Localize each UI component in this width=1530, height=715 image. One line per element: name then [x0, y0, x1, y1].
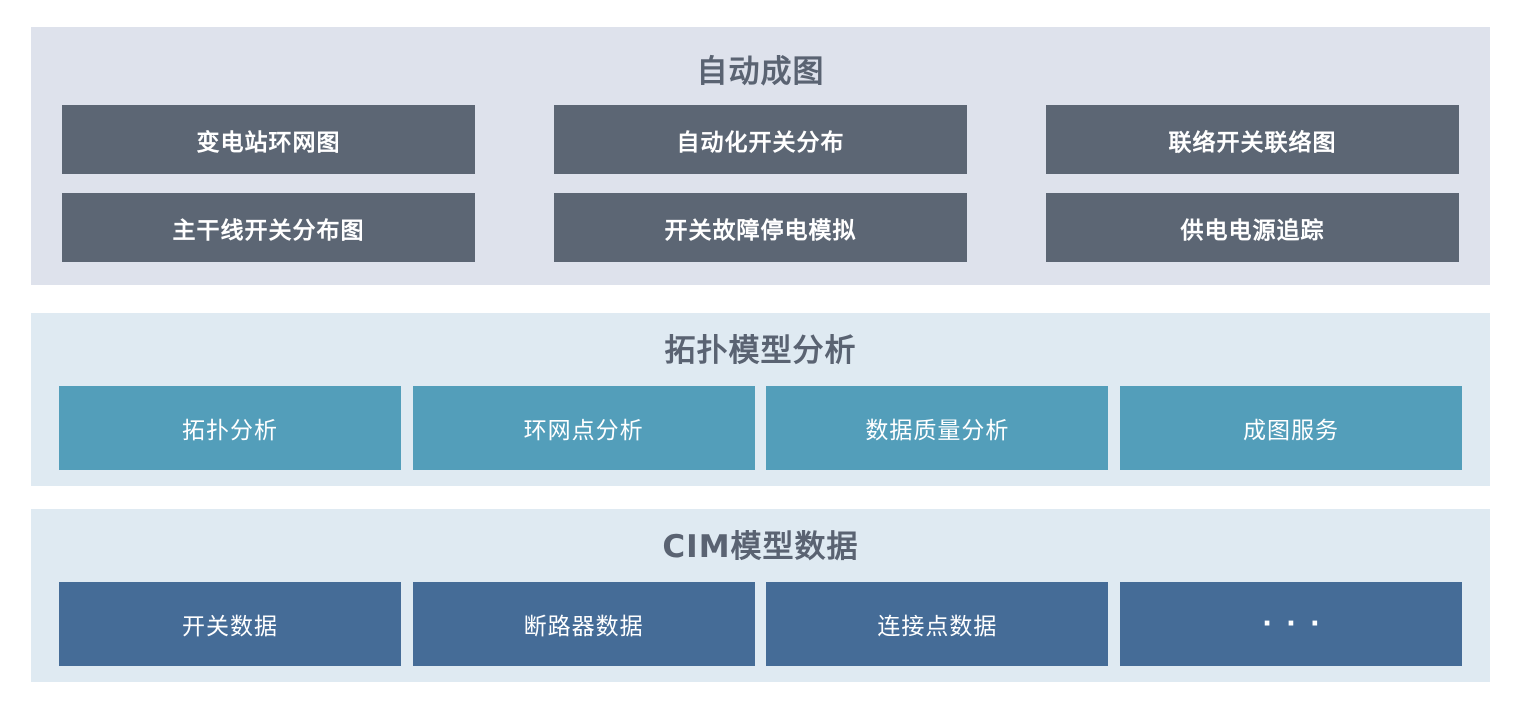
box-data-quality-analysis: 数据质量分析	[766, 386, 1109, 470]
box-automation-switch-distribution: 自动化开关分布	[554, 105, 967, 174]
box-switch-fault-outage-simulation: 开关故障停电模拟	[554, 193, 967, 262]
box-circuit-breaker-data: 断路器数据	[412, 582, 755, 666]
layer-title-cim-model-data: CIM模型数据	[662, 529, 859, 565]
box-substation-ring-network-diagram: 变电站环网图	[62, 105, 475, 174]
box-diagram-generation-service: 成图服务	[1119, 386, 1462, 470]
box-power-supply-source-tracing: 供电电源追踪	[1046, 193, 1459, 262]
box-switch-data: 开关数据	[59, 582, 401, 666]
box-more-ellipsis: ···	[1119, 582, 1462, 666]
box-trunk-line-switch-distribution-diagram: 主干线开关分布图	[62, 193, 475, 262]
box-tie-switch-connection-diagram: 联络开关联络图	[1046, 105, 1459, 174]
box-connection-point-data: 连接点数据	[766, 582, 1109, 666]
layer-topology-model-analysis: 拓扑模型分析 拓扑分析 环网点分析 数据质量分析 成图服务	[31, 313, 1490, 486]
box-ring-network-point-analysis: 环网点分析	[412, 386, 755, 470]
layer-title-topology-model-analysis: 拓扑模型分析	[664, 333, 857, 369]
auto-diagram-grid: 变电站环网图 自动化开关分布 联络开关联络图 主干线开关分布图 开关故障停电模拟…	[62, 105, 1459, 262]
cim-data-row: 开关数据 断路器数据 连接点数据 ···	[59, 582, 1462, 666]
layer-auto-diagram: 自动成图 变电站环网图 自动化开关分布 联络开关联络图 主干线开关分布图 开关故…	[31, 27, 1490, 285]
box-topology-analysis: 拓扑分析	[59, 386, 401, 470]
layer-title-auto-diagram: 自动成图	[696, 54, 825, 90]
layer-cim-model-data: CIM模型数据 开关数据 断路器数据 连接点数据 ···	[31, 509, 1490, 682]
topology-analysis-row: 拓扑分析 环网点分析 数据质量分析 成图服务	[59, 386, 1462, 470]
